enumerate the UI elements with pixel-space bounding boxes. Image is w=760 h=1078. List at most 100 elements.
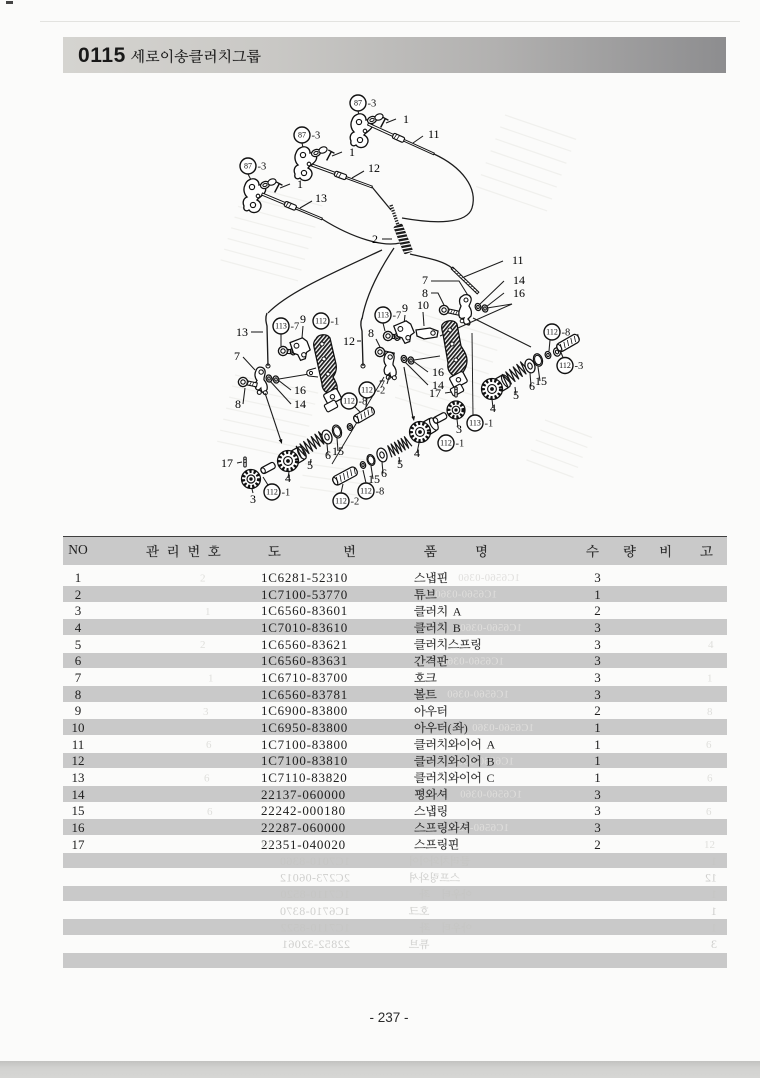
svg-text:-7: -7 xyxy=(291,322,300,333)
svg-text:12: 12 xyxy=(705,871,717,885)
svg-text:2: 2 xyxy=(372,232,378,246)
svg-text:-3: -3 xyxy=(368,99,377,110)
svg-text:112: 112 xyxy=(546,328,558,337)
svg-text:1: 1 xyxy=(711,887,717,901)
svg-text:112: 112 xyxy=(315,317,327,326)
svg-text:-3: -3 xyxy=(575,361,584,372)
svg-text:1C6560-0360: 1C6560-0360 xyxy=(458,573,520,584)
svg-text:-2: -2 xyxy=(351,497,360,508)
svg-text:1C6560-0360: 1C6560-0360 xyxy=(472,723,534,734)
svg-text:113: 113 xyxy=(275,322,287,331)
svg-text:87: 87 xyxy=(244,162,252,171)
svg-text:6: 6 xyxy=(529,379,535,393)
svg-text:1: 1 xyxy=(208,673,214,685)
svg-text:113: 113 xyxy=(377,311,389,320)
svg-text:1C7110-8520: 1C7110-8520 xyxy=(280,887,350,901)
svg-text:112: 112 xyxy=(440,439,452,448)
svg-text:112: 112 xyxy=(559,361,571,370)
svg-text:1C6560-0360: 1C6560-0360 xyxy=(447,690,509,701)
svg-text:9: 9 xyxy=(402,301,408,315)
svg-text:-8: -8 xyxy=(359,397,368,408)
svg-text:7: 7 xyxy=(422,273,428,287)
svg-text:1C6710-8370: 1C6710-8370 xyxy=(280,904,350,918)
svg-text:6: 6 xyxy=(204,773,210,785)
svg-text:-3: -3 xyxy=(258,162,267,173)
svg-text:8: 8 xyxy=(368,326,374,340)
svg-text:6: 6 xyxy=(706,806,712,818)
svg-text:-1: -1 xyxy=(456,439,465,450)
svg-text:-1: -1 xyxy=(331,317,340,328)
svg-text:112: 112 xyxy=(343,397,355,406)
svg-text:14: 14 xyxy=(513,273,525,287)
svg-text:-7: -7 xyxy=(393,311,402,322)
svg-text:1: 1 xyxy=(349,145,355,159)
svg-text:112: 112 xyxy=(335,497,347,506)
svg-text:-1: -1 xyxy=(485,419,494,430)
svg-text:1: 1 xyxy=(711,921,717,935)
svg-text:-8: -8 xyxy=(562,328,571,339)
svg-text:12: 12 xyxy=(260,839,271,851)
svg-text:-3: -3 xyxy=(312,131,321,142)
svg-text:14: 14 xyxy=(294,397,306,411)
svg-text:4: 4 xyxy=(708,639,714,651)
svg-text:22852-32061: 22852-32061 xyxy=(282,937,350,951)
svg-text:3: 3 xyxy=(711,937,717,951)
svg-text:1: 1 xyxy=(297,177,303,191)
svg-text:(: ( xyxy=(448,723,452,735)
svg-text:87: 87 xyxy=(354,99,362,108)
svg-text:2: 2 xyxy=(200,573,206,585)
svg-text:1C7010-8360: 1C7010-8360 xyxy=(280,854,350,868)
svg-text:112: 112 xyxy=(266,488,278,497)
svg-text:): ) xyxy=(464,723,468,735)
svg-text:1C6560-0360: 1C6560-0360 xyxy=(452,756,514,767)
svg-text:1C6560-0360: 1C6560-0360 xyxy=(460,623,522,634)
svg-text:113: 113 xyxy=(469,419,481,428)
svg-text:14: 14 xyxy=(432,378,444,392)
svg-text:3: 3 xyxy=(456,422,462,436)
svg-text:1C6560-0360: 1C6560-0360 xyxy=(435,590,497,601)
svg-text:1C6560-0360: 1C6560-0360 xyxy=(447,823,509,834)
svg-text:3: 3 xyxy=(250,492,256,506)
svg-text:15: 15 xyxy=(535,374,547,388)
svg-text:13: 13 xyxy=(236,325,248,339)
svg-text:3: 3 xyxy=(203,706,209,718)
svg-text:-2: -2 xyxy=(377,386,386,397)
svg-text:16: 16 xyxy=(294,383,306,397)
svg-text:1: 1 xyxy=(711,854,717,868)
svg-text:6: 6 xyxy=(707,773,713,785)
svg-text:9: 9 xyxy=(300,312,306,326)
svg-text:16: 16 xyxy=(513,286,525,300)
svg-text:8: 8 xyxy=(707,706,713,718)
svg-text:2: 2 xyxy=(200,639,206,651)
svg-text:112: 112 xyxy=(360,487,372,496)
svg-text:17: 17 xyxy=(221,456,233,470)
svg-text:6: 6 xyxy=(706,739,712,751)
svg-text:1C6560-0360: 1C6560-0360 xyxy=(460,790,522,801)
svg-text:10: 10 xyxy=(417,298,429,312)
svg-text:6: 6 xyxy=(207,806,213,818)
svg-text:C: C xyxy=(487,771,495,785)
svg-text:7: 7 xyxy=(379,377,385,391)
svg-text:8: 8 xyxy=(235,397,241,411)
svg-text:6: 6 xyxy=(206,739,212,751)
svg-text:1: 1 xyxy=(707,673,713,685)
svg-text:87: 87 xyxy=(298,131,306,140)
svg-text:1C7110-8522: 1C7110-8522 xyxy=(280,921,350,935)
svg-text:112: 112 xyxy=(361,386,373,395)
svg-text:15: 15 xyxy=(368,472,380,486)
svg-text:7: 7 xyxy=(234,349,240,363)
svg-text:1: 1 xyxy=(205,606,211,618)
svg-text:A: A xyxy=(453,604,462,618)
svg-text:8: 8 xyxy=(422,286,428,300)
svg-text:12: 12 xyxy=(343,334,355,348)
svg-text:A: A xyxy=(487,738,496,752)
svg-text:-1: -1 xyxy=(282,488,291,499)
svg-text:12: 12 xyxy=(704,839,715,851)
svg-text:-8: -8 xyxy=(376,487,385,498)
svg-text:1C6560-0360: 1C6560-0360 xyxy=(442,656,504,667)
svg-text:B: B xyxy=(453,621,461,635)
svg-text:6: 6 xyxy=(381,466,387,480)
svg-text:2C273-06012: 2C273-06012 xyxy=(280,871,350,885)
svg-text:11: 11 xyxy=(512,253,524,267)
svg-text:17: 17 xyxy=(429,386,441,400)
